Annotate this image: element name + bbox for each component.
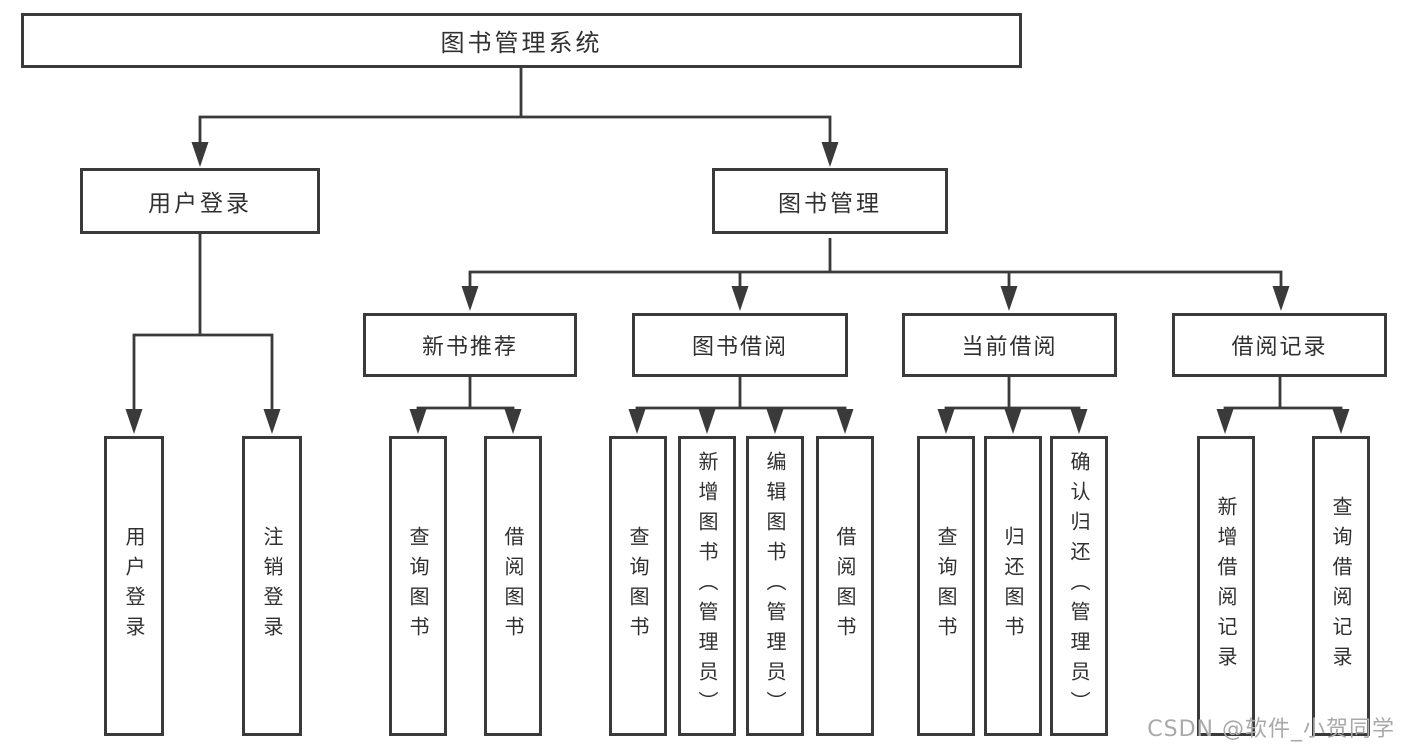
leaf-edit-book-admin: 编辑图书（管理员） [746, 436, 804, 736]
node-current-borrow: 当前借阅 [902, 313, 1117, 377]
leaf-query-books-borrow: 查询图书 [609, 436, 667, 736]
leaf-query-borrow-record: 查询借阅记录 [1312, 436, 1370, 736]
node-new-book-recommend: 新书推荐 [363, 313, 577, 377]
leaf-edit-book-admin-label: 编辑图书（管理员） [763, 451, 787, 721]
leaf-add-book-admin-label: 新增图书（管理员） [695, 451, 719, 721]
node-book-borrow: 图书借阅 [632, 313, 848, 377]
leaf-add-borrow-record-label: 新增借阅记录 [1214, 496, 1238, 676]
leaf-return-book: 归还图书 [984, 436, 1042, 736]
node-borrow-records: 借阅记录 [1172, 313, 1387, 377]
leaf-borrow-books-recommend: 借阅图书 [484, 436, 542, 736]
leaf-borrow-books-recommend-label: 借阅图书 [501, 526, 525, 646]
leaf-add-borrow-record: 新增借阅记录 [1197, 436, 1255, 736]
leaf-query-books-borrow-label: 查询图书 [626, 526, 650, 646]
leaf-user-login-label: 用户登录 [122, 526, 146, 646]
leaf-borrow-books: 借阅图书 [816, 436, 874, 736]
leaf-return-book-label: 归还图书 [1001, 526, 1025, 646]
leaf-query-books-current-label: 查询图书 [934, 526, 958, 646]
leaf-logout: 注销登录 [242, 436, 302, 736]
leaf-query-borrow-record-label: 查询借阅记录 [1329, 496, 1353, 676]
leaf-add-book-admin: 新增图书（管理员） [678, 436, 736, 736]
leaf-query-books-recommend-label: 查询图书 [406, 526, 430, 646]
leaf-query-books-current: 查询图书 [917, 436, 975, 736]
leaf-borrow-books-label: 借阅图书 [833, 526, 857, 646]
leaf-user-login: 用户登录 [104, 436, 164, 736]
watermark: CSDN @软件_小贺同学 [1147, 717, 1395, 742]
leaf-logout-label: 注销登录 [260, 526, 284, 646]
leaf-query-books-recommend: 查询图书 [389, 436, 447, 736]
node-book-management: 图书管理 [712, 168, 948, 234]
leaf-confirm-return-admin: 确认归还（管理员） [1050, 436, 1108, 736]
leaf-confirm-return-admin-label: 确认归还（管理员） [1067, 451, 1091, 721]
node-user-login: 用户登录 [80, 168, 320, 234]
node-root: 图书管理系统 [21, 13, 1022, 68]
